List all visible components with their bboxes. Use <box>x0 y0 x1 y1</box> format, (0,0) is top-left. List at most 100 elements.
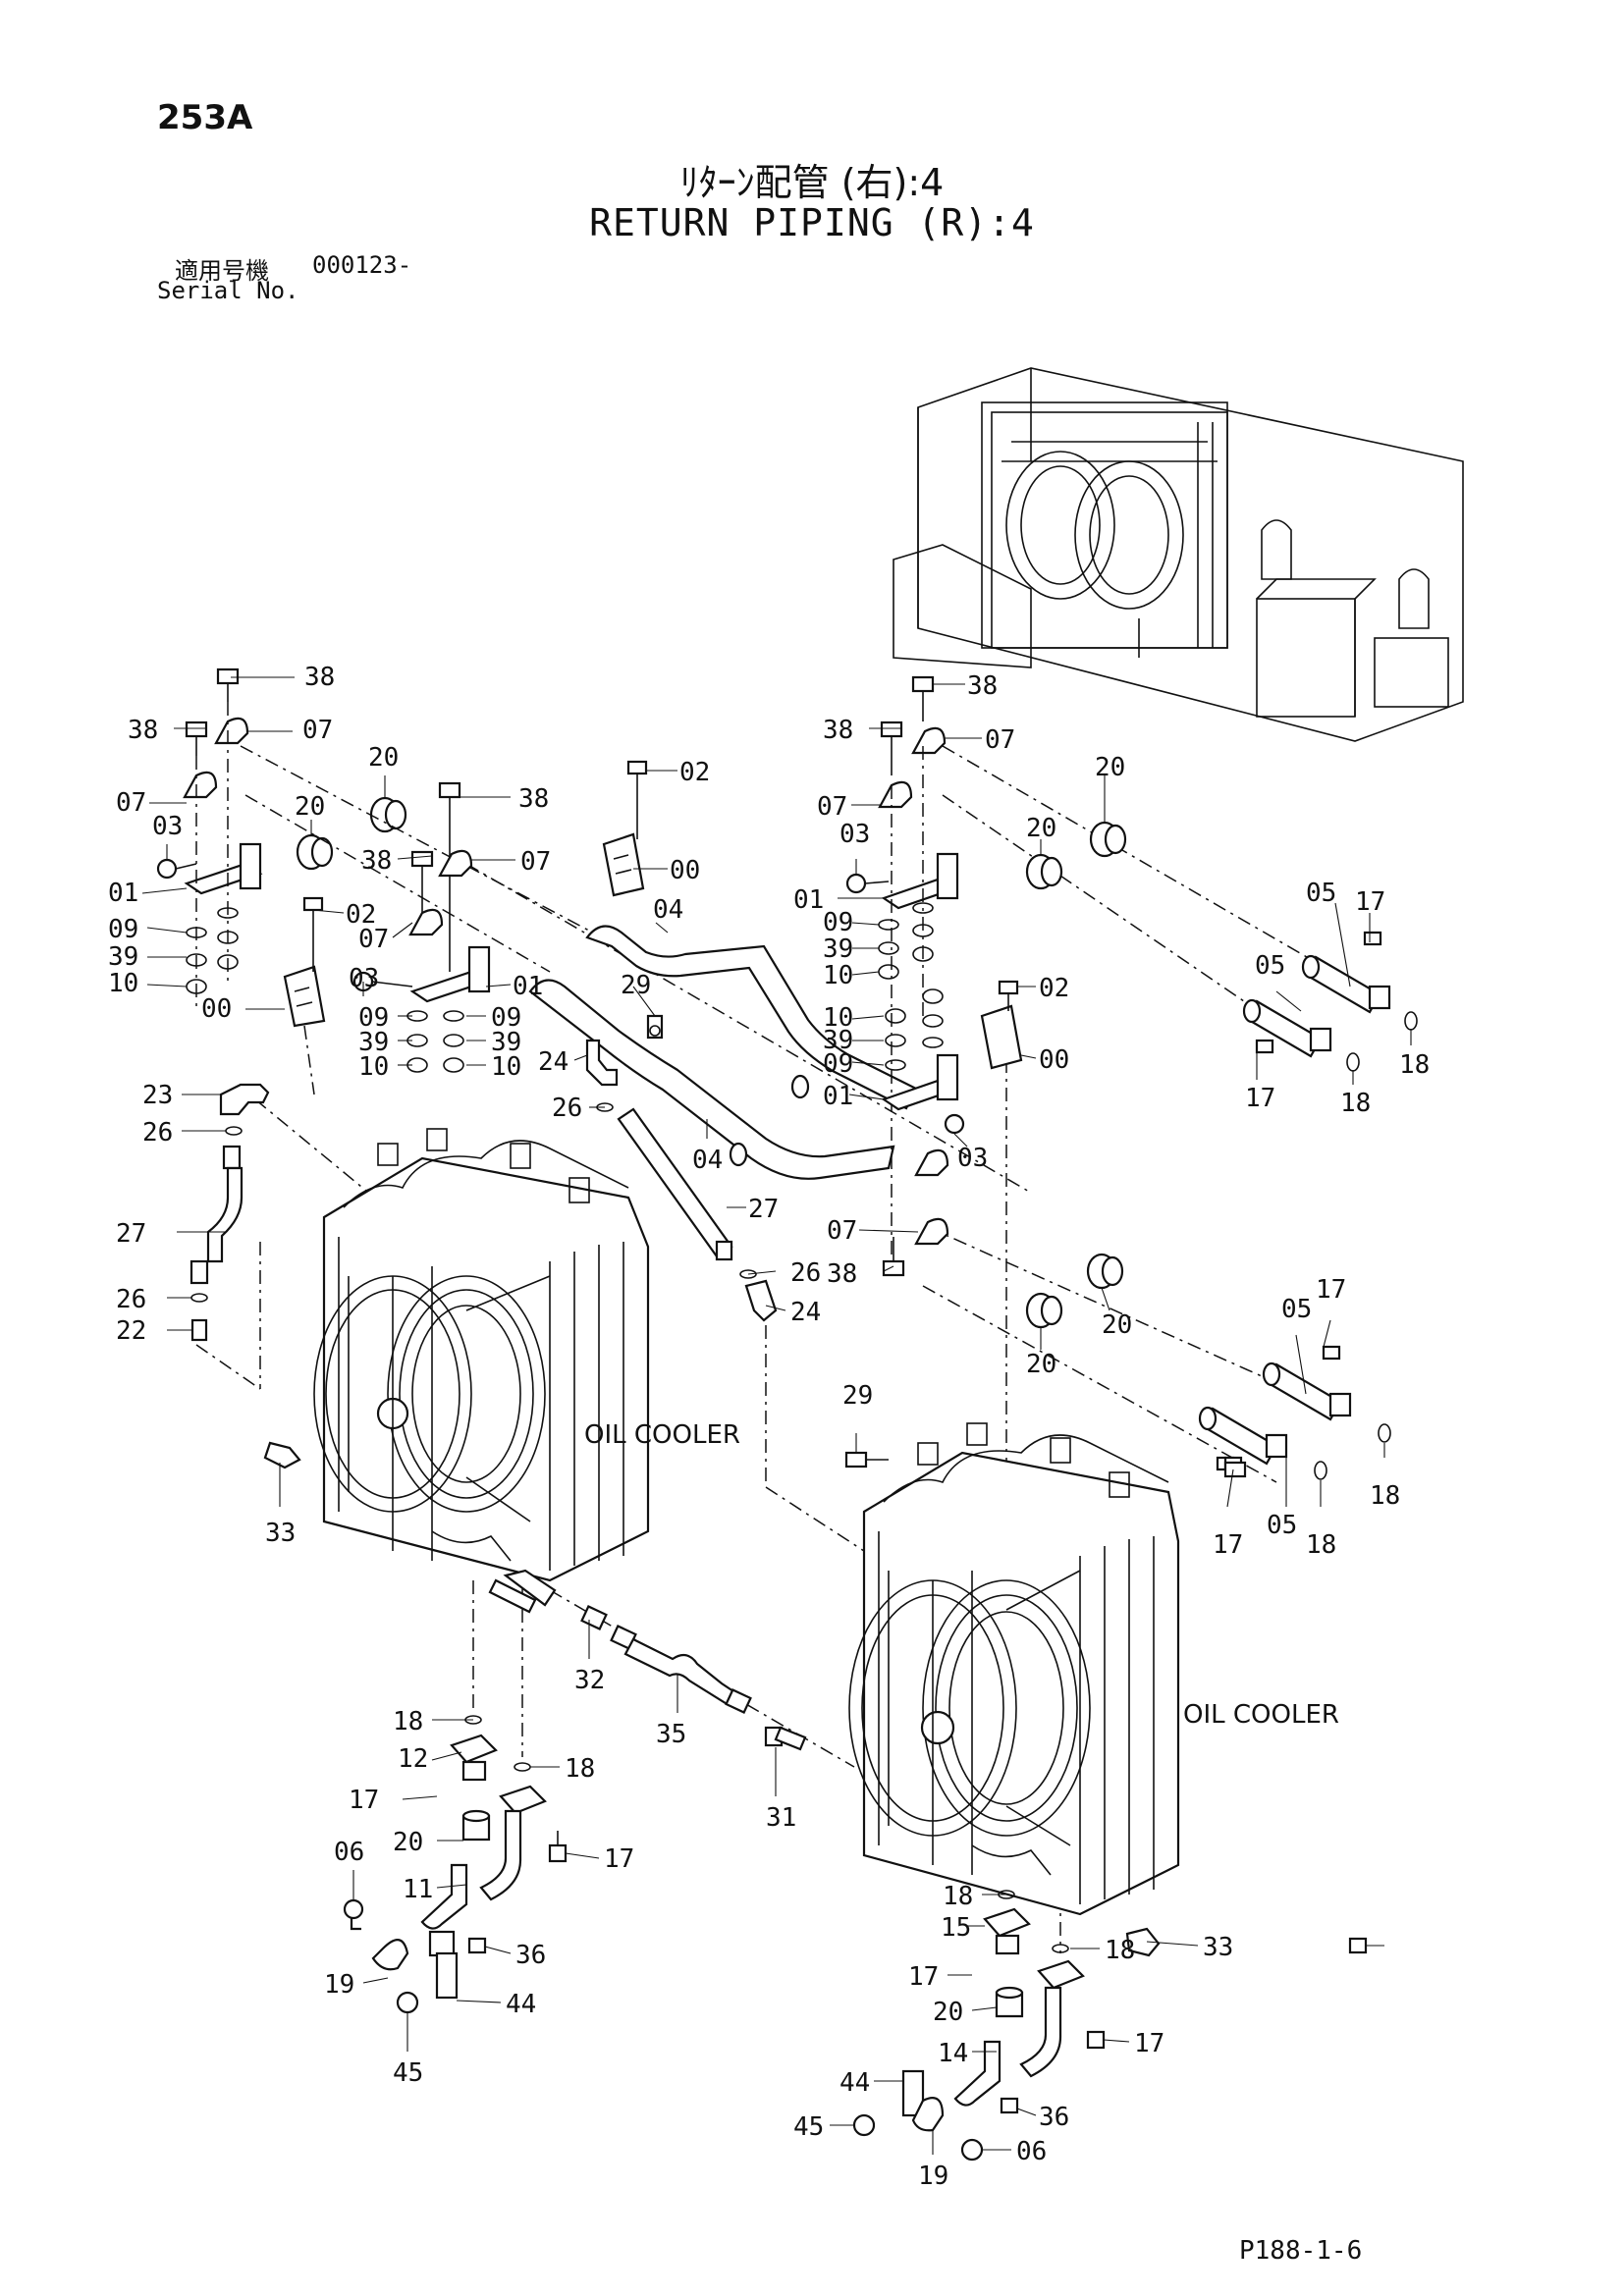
callout: 18 <box>1306 1530 1336 1560</box>
callout: 18 <box>393 1707 423 1736</box>
oil-cooler-left-label: OIL COOLER <box>584 1420 740 1450</box>
middle-bracket-assembly <box>352 760 648 1073</box>
callout: 17 <box>1245 1084 1275 1113</box>
callout: 19 <box>918 2162 948 2191</box>
left-oil-cooler <box>313 1128 650 1607</box>
callout: 38 <box>361 846 392 876</box>
middle-hose-fittings <box>585 1014 778 1322</box>
callout: 05 <box>1281 1295 1312 1324</box>
callout: 20 <box>393 1828 423 1857</box>
callout: 17 <box>1316 1275 1346 1305</box>
callout: 02 <box>679 758 710 787</box>
callout: 05 <box>1267 1511 1297 1540</box>
callout: 20 <box>933 1998 963 2027</box>
callout: 03 <box>957 1144 988 1173</box>
callout: 09 <box>823 1049 853 1079</box>
callout: 19 <box>324 1970 354 2000</box>
callout: 39 <box>491 1028 521 1057</box>
right-oil-cooler <box>848 1422 1180 1916</box>
callout: 10 <box>358 1052 389 1082</box>
callout: 07 <box>116 788 146 818</box>
callout: 17 <box>1134 2029 1164 2058</box>
callout: 17 <box>1213 1530 1243 1560</box>
callout: 06 <box>1016 2137 1047 2166</box>
callout: 23 <box>142 1081 173 1110</box>
serial-label-english: Serial No. <box>157 277 299 304</box>
callout: 29 <box>842 1381 873 1411</box>
right-pipes-05 <box>1025 821 1418 1480</box>
title-english: RETURN PIPING (R):4 <box>589 201 1035 244</box>
page-number: 253A <box>157 98 253 137</box>
callout: 18 <box>565 1754 595 1784</box>
callout: 27 <box>116 1219 146 1249</box>
callout: 17 <box>908 1962 939 1992</box>
callout: 20 <box>1102 1310 1132 1340</box>
callout: 31 <box>766 1803 796 1833</box>
callout: 20 <box>295 792 325 822</box>
callout: 20 <box>1095 753 1125 782</box>
callout: 10 <box>823 961 853 990</box>
callout: 07 <box>985 725 1015 755</box>
callout: 18 <box>1370 1481 1400 1511</box>
callout: 09 <box>491 1003 521 1033</box>
callout: 15 <box>941 1913 971 1943</box>
callout: 39 <box>823 934 853 964</box>
lower-connecting-hose <box>488 1578 807 1751</box>
callout: 09 <box>823 908 853 937</box>
callout: 07 <box>358 925 389 954</box>
callout: 12 <box>398 1744 428 1774</box>
callout: 11 <box>403 1875 433 1904</box>
callout: 02 <box>1039 974 1069 1003</box>
leader-lines <box>141 676 1412 2155</box>
callout: 01 <box>823 1082 853 1111</box>
drawing-code: P188-1-6 <box>1239 2236 1363 2266</box>
oil-cooler-right-label: OIL COOLER <box>1183 1700 1339 1730</box>
callout: 29 <box>621 971 651 1000</box>
callout: 03 <box>349 964 379 993</box>
callout: 18 <box>943 1882 973 1911</box>
callout: 07 <box>827 1216 857 1246</box>
callout: 36 <box>515 1941 546 1970</box>
callout: 10 <box>491 1052 521 1082</box>
callout: 24 <box>538 1047 568 1077</box>
callout: 07 <box>302 716 333 745</box>
callout: 07 <box>817 792 847 822</box>
left-bracket-assembly <box>156 667 326 1095</box>
serial-label-japanese: 適用号機 <box>175 257 269 285</box>
callout: 38 <box>823 716 853 745</box>
callout: 01 <box>513 972 543 1001</box>
callout: 26 <box>552 1094 582 1123</box>
callout: 03 <box>839 820 870 849</box>
callout: 26 <box>116 1285 146 1314</box>
serial-value: 000123- <box>312 251 412 279</box>
callout: 38 <box>967 671 998 701</box>
callout: 35 <box>656 1720 686 1749</box>
left-side-hose <box>189 1083 301 1469</box>
callout: 39 <box>823 1026 853 1055</box>
callout: 36 <box>1039 2103 1069 2132</box>
callout: 38 <box>128 716 158 745</box>
rubber-bushings-left <box>296 796 407 871</box>
callout: 07 <box>520 847 551 877</box>
callout: 38 <box>827 1259 857 1289</box>
callout: 20 <box>1026 814 1056 843</box>
callout: 00 <box>201 994 232 1024</box>
callout: 39 <box>358 1028 389 1057</box>
callout: 39 <box>108 942 138 972</box>
callout: 17 <box>604 1844 634 1874</box>
callout: 02 <box>346 900 376 930</box>
inset-machine-view <box>893 367 1464 742</box>
callout: 26 <box>142 1118 173 1148</box>
callout: 04 <box>692 1146 723 1175</box>
callout: 38 <box>518 784 549 814</box>
callout: 18 <box>1399 1050 1430 1080</box>
callout: 17 <box>1355 887 1385 917</box>
callout: 06 <box>334 1838 364 1867</box>
callout: 17 <box>349 1786 379 1815</box>
callout: 24 <box>790 1298 821 1327</box>
callout: 00 <box>670 856 700 885</box>
callout: 27 <box>748 1195 779 1224</box>
callout: 10 <box>108 969 138 998</box>
callout: 05 <box>1255 951 1285 981</box>
